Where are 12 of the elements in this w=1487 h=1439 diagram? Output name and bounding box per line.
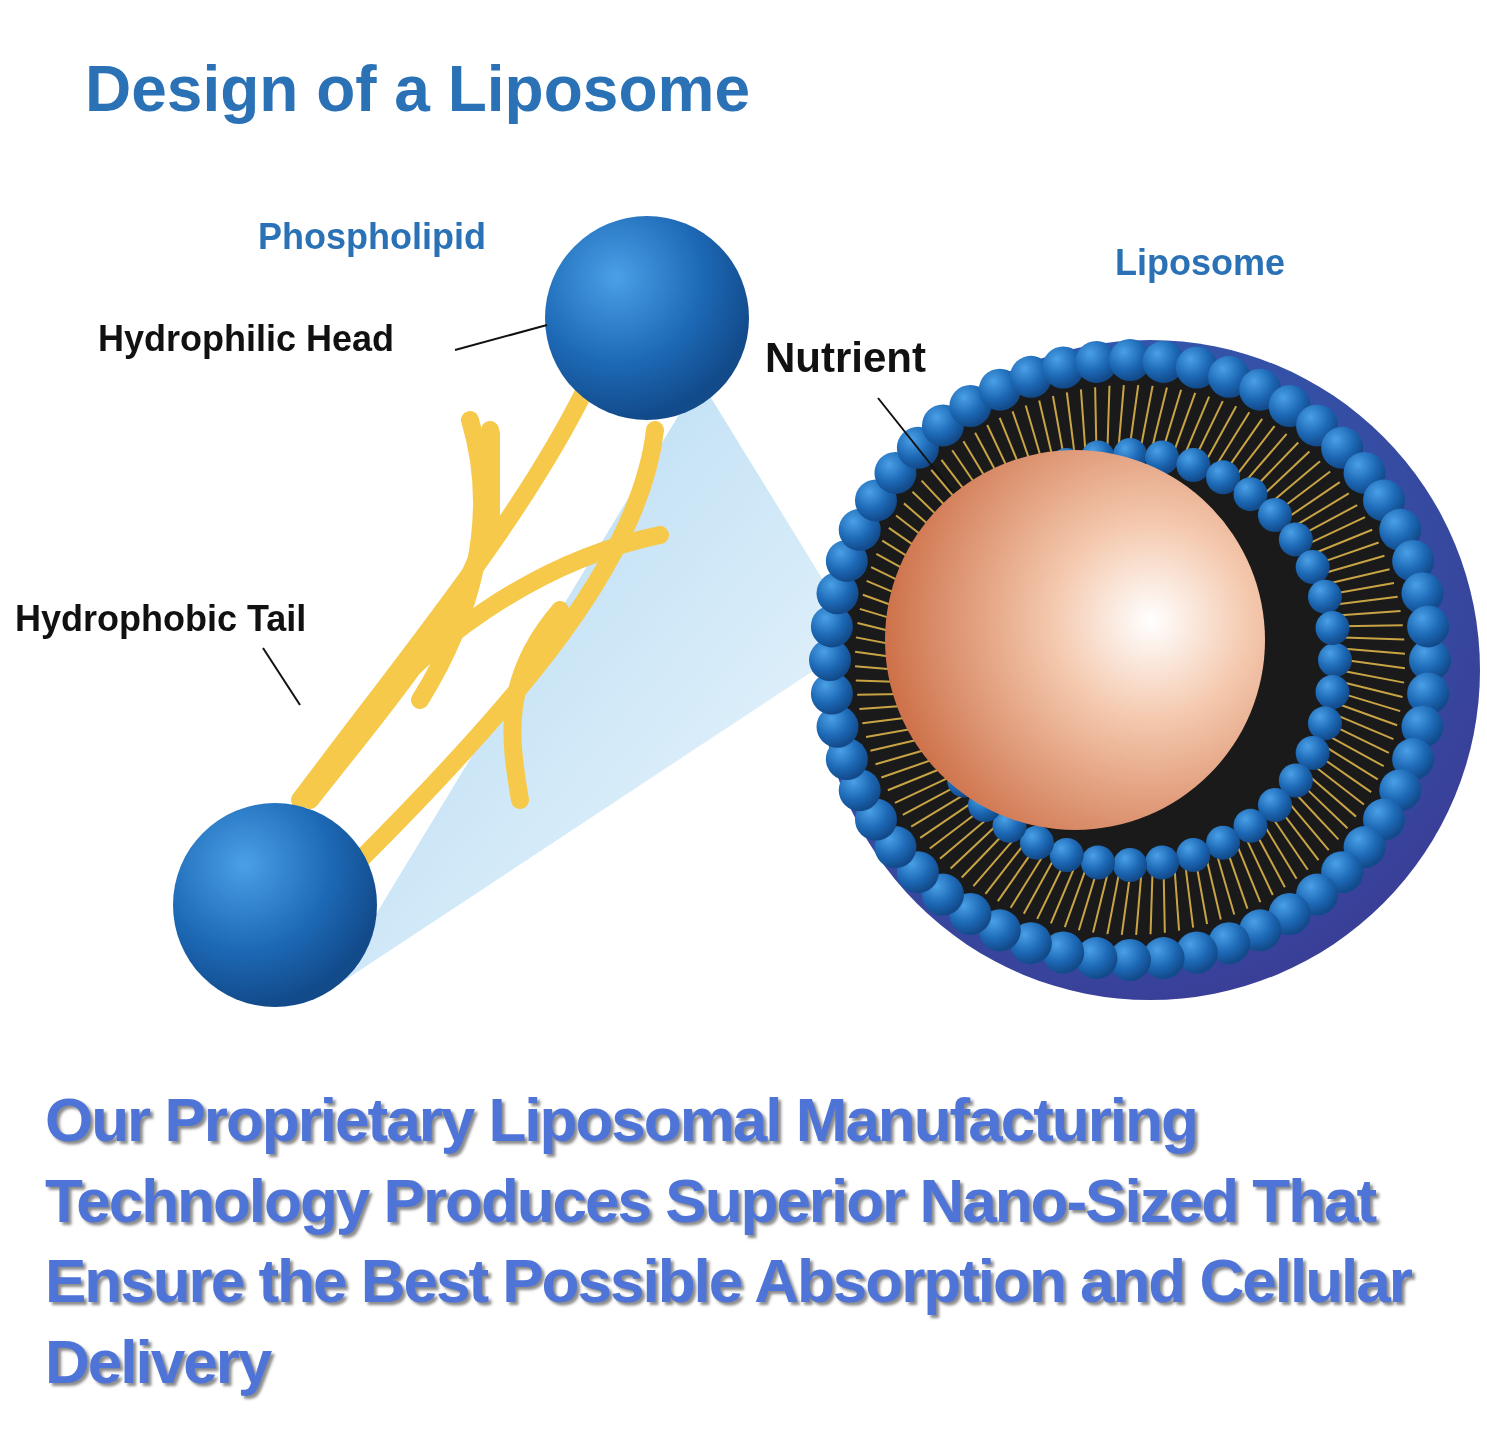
part-label: Phospholipid bbox=[258, 216, 486, 258]
leader-line bbox=[262, 647, 301, 706]
callout-label: Hydrophobic Tail bbox=[15, 598, 307, 640]
callout-label: Hydrophilic Head bbox=[98, 318, 395, 360]
leader-line bbox=[877, 397, 953, 492]
leader-line bbox=[454, 324, 548, 351]
title: Design of a Liposome bbox=[85, 52, 750, 126]
caption: Our Proprietary Liposomal Manufacturing Technology Produces Superior Nano-Sized That Ensure the Best Possible Absorption and Cellular Delivery bbox=[45, 1084, 1413, 1398]
sphere-drawing bbox=[545, 216, 749, 420]
callout-label: Nutrient bbox=[765, 334, 926, 382]
part-label: Liposome bbox=[1115, 242, 1285, 284]
sphere-drawing bbox=[885, 450, 1265, 830]
